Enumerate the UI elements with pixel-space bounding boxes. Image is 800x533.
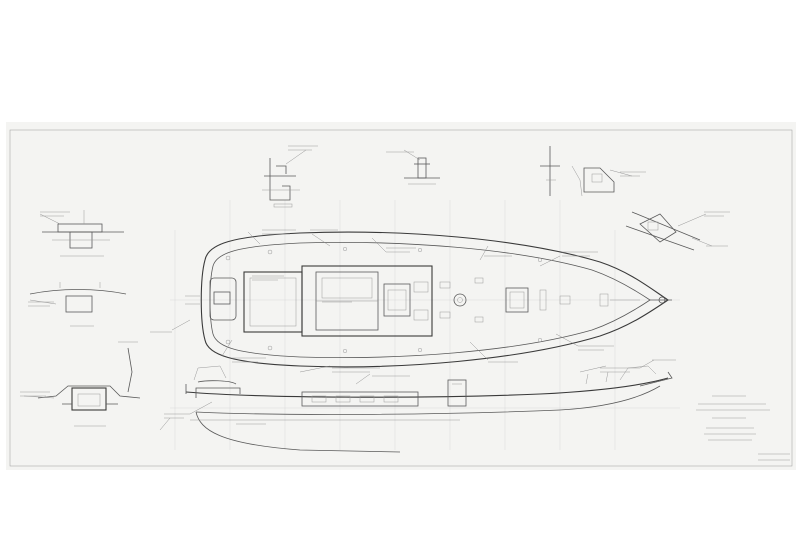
detail-fitting-top-center bbox=[403, 149, 440, 185]
paper-sheet bbox=[6, 122, 796, 470]
detail-bow-fitting bbox=[625, 211, 713, 251]
detail-cockpit-section bbox=[23, 341, 141, 427]
cabin-side-profile bbox=[301, 391, 419, 407]
hull-profile-side-view bbox=[185, 365, 673, 453]
title-block bbox=[696, 395, 790, 461]
cabin-trunk bbox=[301, 265, 433, 337]
mast-step bbox=[453, 293, 467, 307]
drawing-border bbox=[9, 129, 793, 467]
forward-hatch-aft bbox=[383, 283, 411, 317]
deck-plan-top-view bbox=[185, 231, 672, 368]
cockpit-seat-aft bbox=[209, 277, 237, 321]
station-grid bbox=[170, 200, 680, 450]
annotation-notes bbox=[20, 145, 730, 431]
detail-cleat-top bbox=[262, 149, 307, 208]
detail-stern-section bbox=[39, 210, 124, 257]
fore-hatch bbox=[505, 287, 529, 313]
detail-mast-step bbox=[540, 146, 633, 197]
detail-deck-section bbox=[29, 282, 127, 327]
